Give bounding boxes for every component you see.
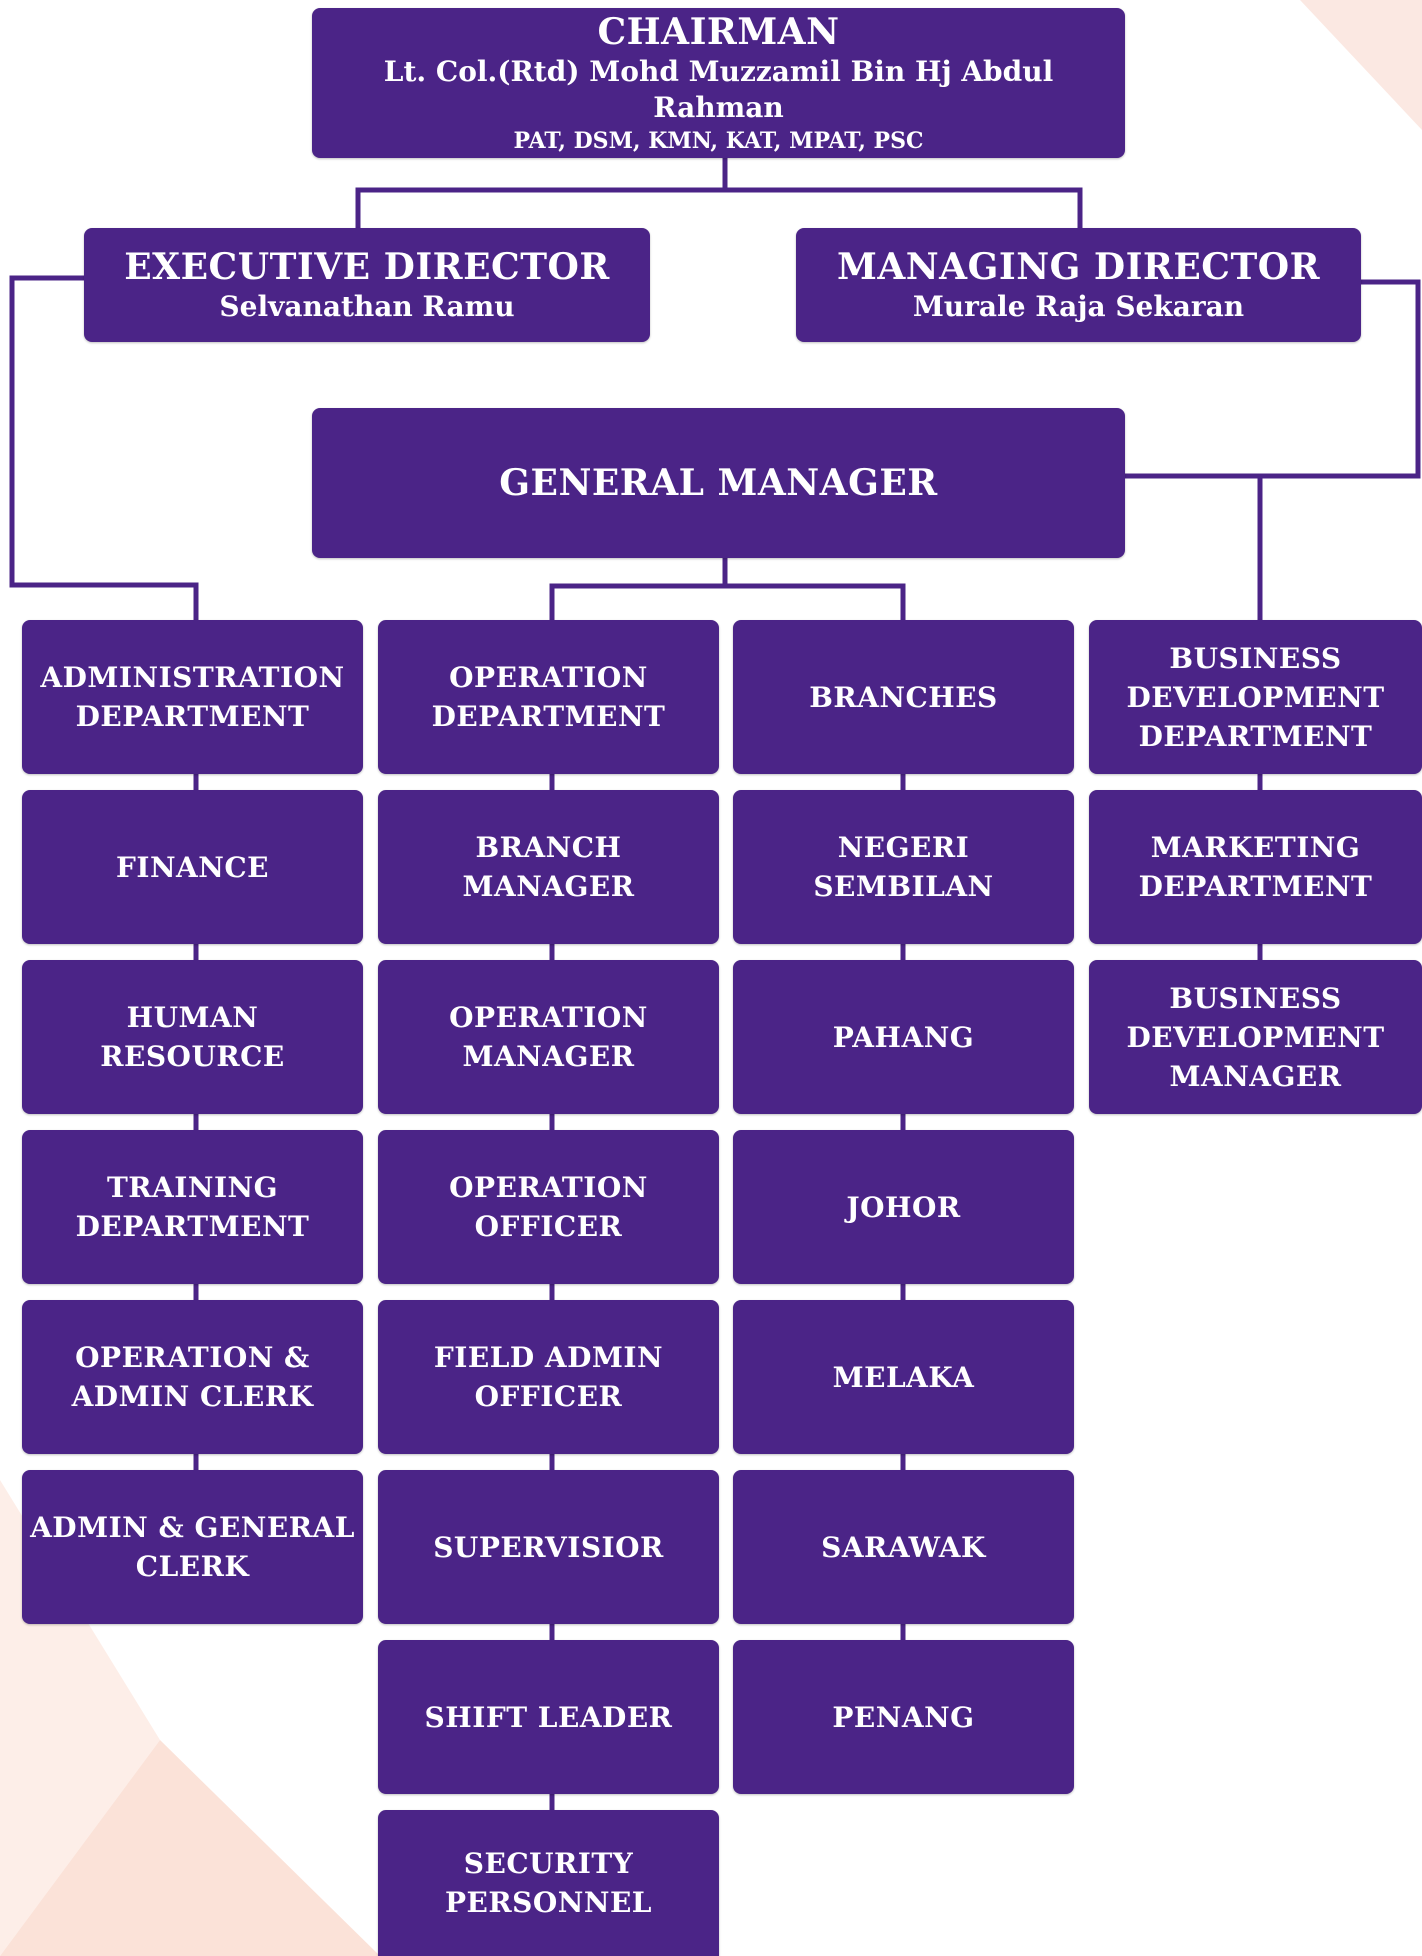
chairman-qualifications: PAT, DSM, KMN, KAT, MPAT, PSC — [513, 128, 924, 154]
chairman-title: CHAIRMAN — [597, 11, 840, 53]
operation-box: SHIFT LEADER — [378, 1640, 719, 1794]
business-box: BUSINESS DEVELOPMENT DEPARTMENT — [1089, 620, 1422, 774]
branches-box: BRANCHES — [733, 620, 1074, 774]
administration-box: OPERATION & ADMIN CLERK — [22, 1300, 363, 1454]
executive-director-name: Selvanathan Ramu — [219, 290, 515, 323]
administration-box: ADMIN & GENERAL CLERK — [22, 1470, 363, 1624]
corner-triangle-top-right — [1300, 0, 1422, 130]
executive-director-box: EXECUTIVE DIRECTOR Selvanathan Ramu — [84, 228, 650, 342]
operation-box: OPERATION MANAGER — [378, 960, 719, 1114]
branches-label: JOHOR — [846, 1190, 961, 1224]
branches-box: PENANG — [733, 1640, 1074, 1794]
business-label: MARKETING DEPARTMENT — [1138, 831, 1373, 903]
operation-label: OPERATION MANAGER — [449, 1001, 648, 1073]
operation-box: SUPERVISIOR — [378, 1470, 719, 1624]
branches-label: PAHANG — [832, 1020, 975, 1054]
general-manager-box: GENERAL MANAGER — [312, 408, 1125, 558]
administration-label: ADMIN & GENERAL CLERK — [30, 1511, 355, 1583]
business-box: MARKETING DEPARTMENT — [1089, 790, 1422, 944]
administration-box: ADMINISTRATION DEPARTMENT — [22, 620, 363, 774]
business-box: BUSINESS DEVELOPMENT MANAGER — [1089, 960, 1422, 1114]
operation-label: OPERATION OFFICER — [449, 1171, 648, 1243]
branches-label: PENANG — [832, 1700, 975, 1734]
managing-director-name: Murale Raja Sekaran — [912, 290, 1245, 323]
managing-director-box: MANAGING DIRECTOR Murale Raja Sekaran — [796, 228, 1361, 342]
managing-director-title: MANAGING DIRECTOR — [836, 246, 1321, 288]
administration-label: HUMAN RESOURCE — [100, 1001, 285, 1073]
corner-triangle-bottom — [0, 1740, 380, 1956]
administration-label: FINANCE — [115, 850, 269, 884]
branches-label: MELAKA — [832, 1360, 975, 1394]
branches-box: JOHOR — [733, 1130, 1074, 1284]
operation-label: OPERATION DEPARTMENT — [431, 661, 666, 733]
branches-box: SARAWAK — [733, 1470, 1074, 1624]
chairman-box: CHAIRMAN Lt. Col.(Rtd) Mohd Muzzamil Bin… — [312, 8, 1125, 158]
operation-label: SECURITY PERSONNEL — [445, 1847, 652, 1919]
operation-box: OPERATION OFFICER — [378, 1130, 719, 1284]
branches-label: BRANCHES — [809, 680, 998, 714]
executive-director-title: EXECUTIVE DIRECTOR — [124, 246, 610, 288]
branches-label: SARAWAK — [821, 1530, 986, 1564]
operation-box: OPERATION DEPARTMENT — [378, 620, 719, 774]
branches-box: NEGERI SEMBILAN — [733, 790, 1074, 944]
administration-label: TRAINING DEPARTMENT — [75, 1171, 310, 1243]
administration-box: TRAINING DEPARTMENT — [22, 1130, 363, 1284]
business-label: BUSINESS DEVELOPMENT MANAGER — [1126, 981, 1385, 1093]
operation-label: BRANCH MANAGER — [462, 831, 635, 903]
branches-box: MELAKA — [733, 1300, 1074, 1454]
operation-box: FIELD ADMIN OFFICER — [378, 1300, 719, 1454]
operation-label: FIELD ADMIN OFFICER — [433, 1341, 664, 1413]
operation-box: SECURITY PERSONNEL — [378, 1810, 719, 1956]
business-label: BUSINESS DEVELOPMENT DEPARTMENT — [1126, 641, 1385, 753]
administration-box: FINANCE — [22, 790, 363, 944]
chairman-name: Lt. Col.(Rtd) Mohd Muzzamil Bin Hj Abdul… — [383, 55, 1054, 124]
operation-label: SUPERVISIOR — [433, 1530, 664, 1564]
general-manager-title: GENERAL MANAGER — [499, 462, 938, 504]
administration-box: HUMAN RESOURCE — [22, 960, 363, 1114]
branches-box: PAHANG — [733, 960, 1074, 1114]
administration-label: OPERATION & ADMIN CLERK — [71, 1341, 314, 1413]
administration-label: ADMINISTRATION DEPARTMENT — [40, 661, 345, 733]
operation-label: SHIFT LEADER — [424, 1700, 673, 1734]
operation-box: BRANCH MANAGER — [378, 790, 719, 944]
branches-label: NEGERI SEMBILAN — [813, 831, 994, 903]
